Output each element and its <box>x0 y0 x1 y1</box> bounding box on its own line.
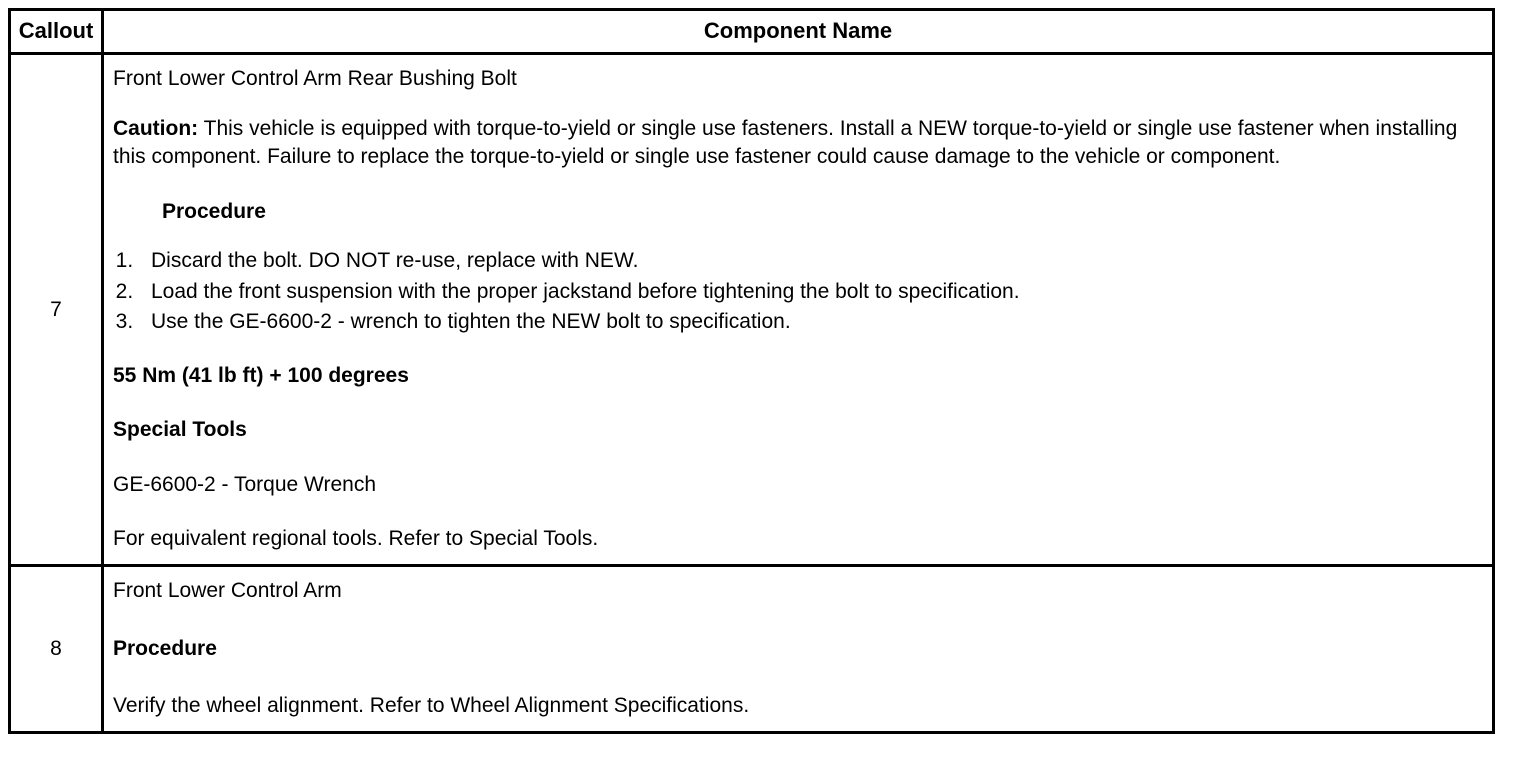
component-detail-cell: Front Lower Control Arm Rear Bushing Bol… <box>101 52 1495 568</box>
procedure-heading: Procedure <box>162 199 266 223</box>
caution-label: Caution: <box>113 117 199 141</box>
column-header-component-name: Component Name <box>101 7 1495 56</box>
procedure-body-text: Verify the wheel alignment. Refer to Whe… <box>113 693 750 717</box>
procedure-step: Use the GE-6600-2 - wrench to tighten th… <box>139 308 1484 336</box>
special-tool-item: GE-6600-2 - Torque Wrench <box>113 472 377 496</box>
torque-specification: 55 Nm (41 lb ft) + 100 degrees <box>113 364 409 388</box>
caution-paragraph: Caution: This vehicle is equipped with t… <box>113 115 1484 171</box>
special-tools-heading: Special Tools <box>113 418 247 442</box>
component-detail-cell: Front Lower Control Arm Procedure Verify… <box>101 564 1495 735</box>
caution-text: This vehicle is equipped with torque-to-… <box>113 117 1458 169</box>
column-header-callout: Callout <box>8 7 104 56</box>
callout-number: 8 <box>8 564 104 735</box>
special-tools-note: For equivalent regional tools. Refer to … <box>113 526 599 550</box>
procedure-heading: Procedure <box>113 636 217 660</box>
procedure-step: Discard the bolt. DO NOT re-use, replace… <box>139 247 1484 275</box>
procedure-step-list: Discard the bolt. DO NOT re-use, replace… <box>113 247 1484 336</box>
table-row: 8 Front Lower Control Arm Procedure Veri… <box>8 564 1495 735</box>
table-body: 7 Front Lower Control Arm Rear Bushing B… <box>8 52 1495 735</box>
callout-number: 7 <box>8 52 104 568</box>
table-row: 7 Front Lower Control Arm Rear Bushing B… <box>8 52 1495 568</box>
component-title: Front Lower Control Arm <box>113 579 342 603</box>
component-title: Front Lower Control Arm Rear Bushing Bol… <box>113 67 517 91</box>
table-header-row: Callout Component Name <box>8 7 1495 56</box>
procedure-step: Load the front suspension with the prope… <box>139 278 1484 306</box>
component-specification-table: Callout Component Name 7 Front Lower Con… <box>8 7 1495 735</box>
table-header: Callout Component Name <box>8 7 1495 56</box>
